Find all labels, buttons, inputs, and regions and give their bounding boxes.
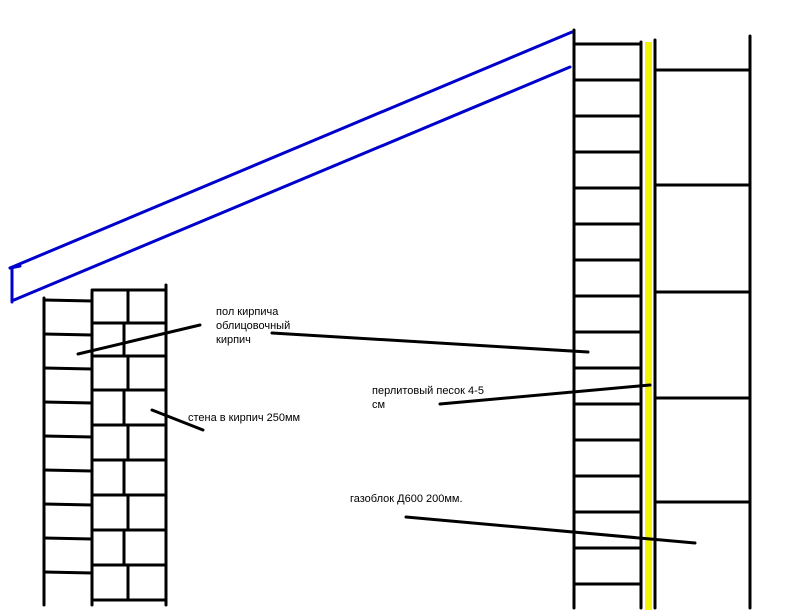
label-line: облицовочный bbox=[216, 320, 291, 332]
roof-bottom-edge bbox=[12, 65, 572, 302]
brick-joint bbox=[42, 366, 94, 371]
brick-joint bbox=[42, 332, 94, 337]
leader-line-facing-brick-right bbox=[270, 331, 590, 354]
leader-line-facing-brick bbox=[76, 323, 202, 356]
brick-joint bbox=[42, 400, 94, 405]
leader-line-aerated-block bbox=[404, 515, 697, 545]
roof-fascia bbox=[8, 264, 22, 270]
label-aerated-block: газоблок Д600 200мм. bbox=[350, 493, 463, 505]
brick-joint bbox=[42, 502, 94, 507]
brick-joint bbox=[42, 468, 94, 473]
label-line: кирпич bbox=[216, 334, 251, 346]
brick-joint bbox=[42, 536, 94, 541]
brick-joint bbox=[42, 570, 94, 575]
label-line: перлитовый песок 4-5 bbox=[372, 385, 484, 397]
label-line: см bbox=[372, 399, 386, 411]
label-perlite-sand: перлитовый песок 4-5 см bbox=[372, 384, 484, 412]
leader-line-perlite bbox=[438, 383, 652, 406]
leader-line-brick-wall bbox=[150, 408, 205, 432]
brick-joint bbox=[42, 298, 94, 303]
label-facing-brick: пол кирпича облицовочный кирпич bbox=[216, 305, 290, 347]
label-brick-wall: стена в кирпич 250мм bbox=[188, 412, 301, 424]
roof-top-edge bbox=[8, 30, 574, 270]
label-line: пол кирпича bbox=[216, 306, 279, 318]
perlite-insulation-layer bbox=[645, 42, 652, 610]
brick-joint bbox=[42, 434, 94, 439]
